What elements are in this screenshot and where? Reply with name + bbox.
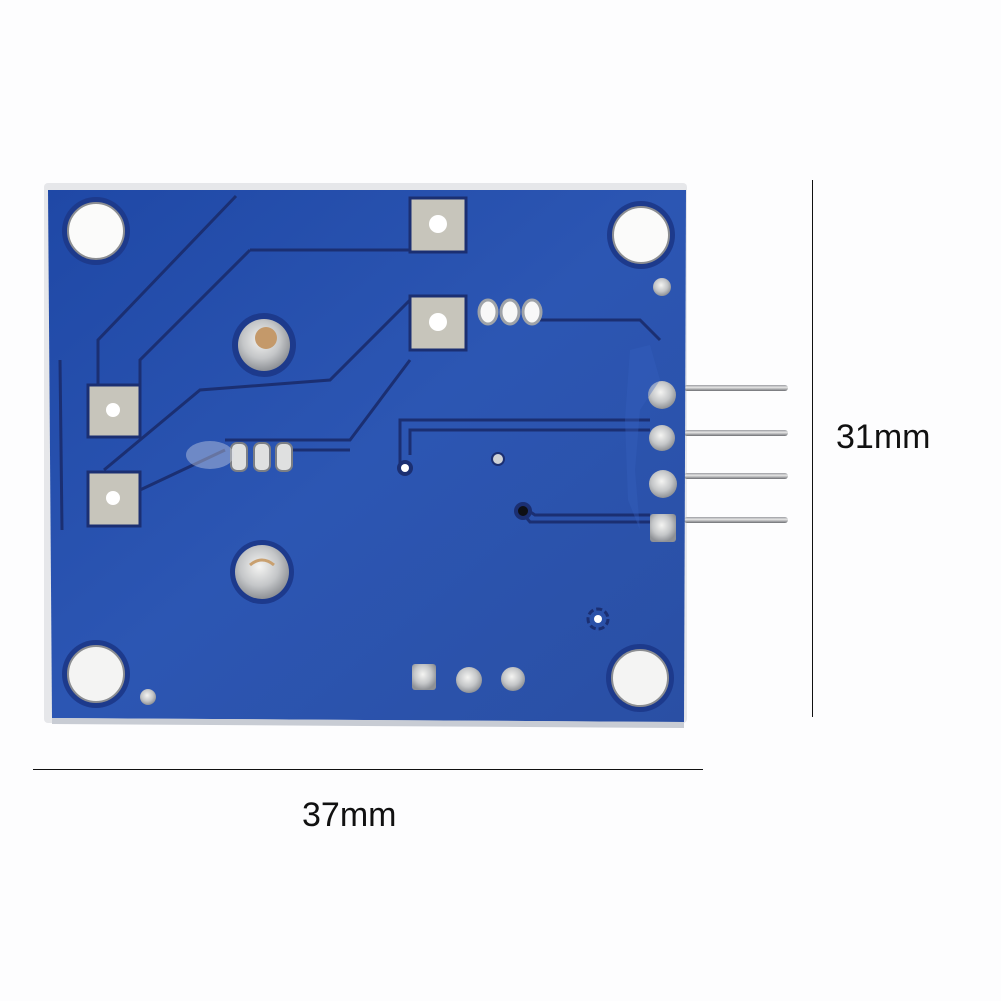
height-dimension-line bbox=[812, 180, 813, 717]
header-pins bbox=[684, 385, 788, 523]
board-surface bbox=[48, 190, 686, 722]
large-solder-joints bbox=[230, 313, 296, 604]
copper-traces bbox=[58, 194, 662, 531]
triple-pads-top bbox=[477, 298, 543, 326]
triple-pads-left bbox=[230, 442, 293, 472]
width-dimension-line bbox=[33, 769, 703, 770]
header-solder-joints bbox=[648, 381, 677, 542]
bottom-pads bbox=[412, 664, 525, 693]
height-dimension-label: 31mm bbox=[836, 418, 931, 456]
mounting-holes bbox=[62, 197, 675, 712]
width-dimension-label: 37mm bbox=[302, 796, 397, 834]
